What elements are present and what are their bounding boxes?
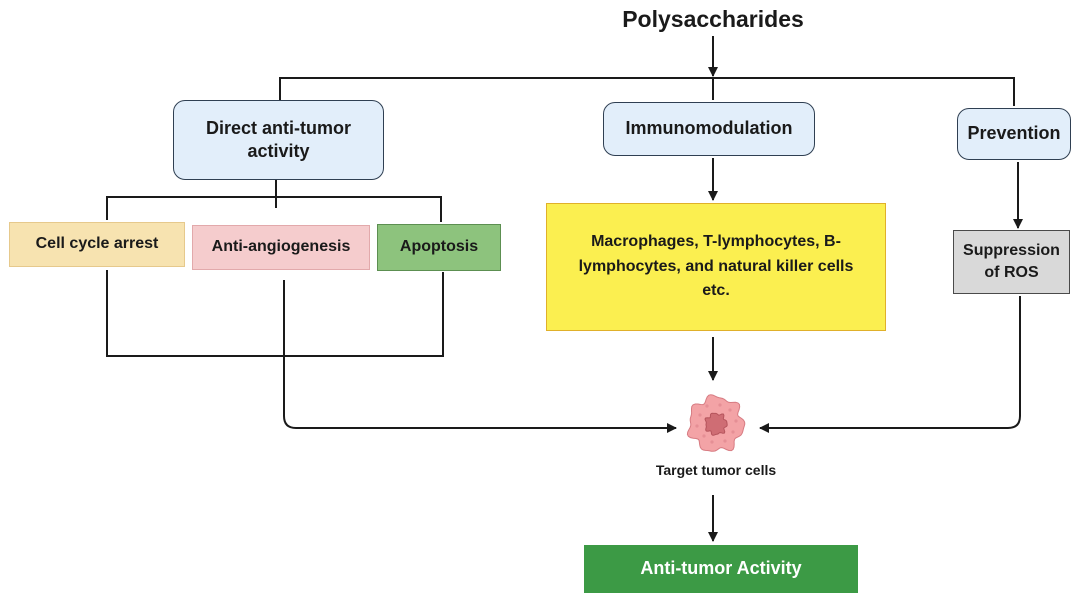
direct-effects-merge xyxy=(106,270,444,357)
immunomodulation-node: Immunomodulation xyxy=(603,102,815,156)
anti-tumor-activity-box: Anti-tumor Activity xyxy=(584,545,858,593)
tumor-cell-speck xyxy=(695,424,699,428)
anti-angiogenesis-box: Anti-angiogenesis xyxy=(192,225,370,270)
target-tumor-cells-label: Target tumor cells xyxy=(655,461,777,478)
arrow-angiogenesis-to-tumor xyxy=(283,280,677,433)
apoptosis-box: Apoptosis xyxy=(377,224,501,271)
tumor-cell-speck xyxy=(731,430,735,434)
prevention-node: Prevention xyxy=(957,108,1071,160)
tumor-cell-speck xyxy=(718,403,722,407)
diagram-title: Polysaccharides xyxy=(622,6,804,33)
tumor-cell-speck xyxy=(705,404,709,408)
direct-anti-tumor-node: Direct anti-tumor activity xyxy=(173,100,384,180)
tumor-cell-speck xyxy=(710,440,714,444)
tumor-cell-speck xyxy=(698,413,702,417)
tumor-cell-nucleus xyxy=(704,412,728,436)
arrow-ros-to-tumor xyxy=(759,296,1021,433)
direct-effects-connector xyxy=(106,196,442,222)
tumor-cell-speck xyxy=(702,434,706,438)
suppression-of-ros-box: Suppression of ROS xyxy=(953,230,1070,294)
branch-connector xyxy=(279,77,1015,106)
tumor-cell-speck xyxy=(723,439,727,443)
tumor-cell-icon xyxy=(686,394,746,452)
cell-cycle-arrest-box: Cell cycle arrest xyxy=(9,222,185,267)
tumor-cell-speck xyxy=(734,419,738,423)
tumor-cell-speck xyxy=(728,408,732,412)
immune-cells-box: Macrophages, T-lymphocytes, B-lymphocyte… xyxy=(546,203,886,331)
